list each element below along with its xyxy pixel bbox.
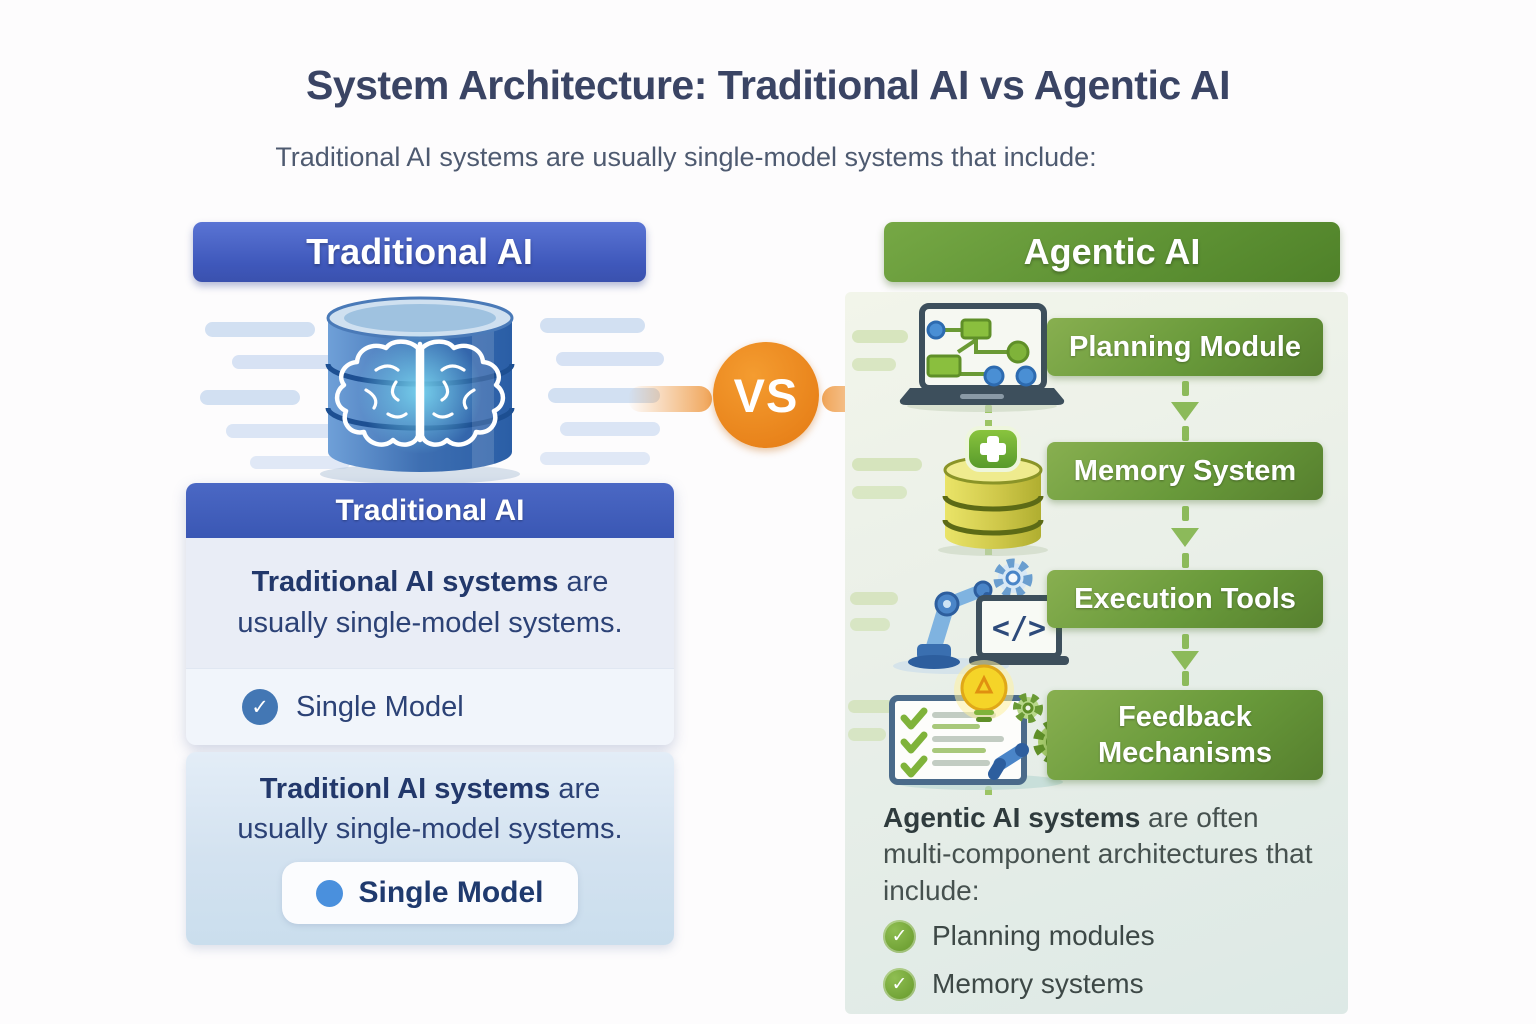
traditional-ai-card-header: Traditional AI <box>186 483 674 538</box>
list-item: ✓ Planning modules <box>883 916 1325 956</box>
svg-text:</>: </> <box>992 611 1046 646</box>
check-circle-icon: ✓ <box>883 967 916 1001</box>
decorative-bar <box>560 422 660 436</box>
page-subtitle: Traditional AI systems are usually singl… <box>275 142 1097 172</box>
page-title: System Architecture: Traditional AI vs A… <box>305 62 1231 108</box>
summary-text: are often multi-component architectures … <box>883 802 1313 906</box>
decorative-bar <box>852 486 907 499</box>
check-circle-icon: ✓ <box>242 689 278 725</box>
dashed-connector <box>985 786 992 802</box>
card2-body-text: are usually single-model systems. <box>237 773 623 846</box>
agentic-ai-banner: Agentic AI <box>884 222 1340 282</box>
flow-arrow-icon <box>1171 634 1199 686</box>
decorative-bar <box>852 330 908 343</box>
decorative-bar <box>250 456 350 469</box>
decorative-bar <box>200 390 300 405</box>
decorative-bar <box>205 322 315 337</box>
decorative-bar <box>556 352 664 366</box>
single-model-label: Single Model <box>296 690 464 723</box>
module-bar-execution: Execution Tools <box>1047 570 1323 628</box>
card2-body: Traditionl AI systems are usually single… <box>186 769 674 849</box>
check-circle-icon: ✓ <box>883 919 916 953</box>
dashed-connector <box>985 404 992 438</box>
decorative-bar <box>850 618 890 631</box>
decorative-bar <box>540 452 650 465</box>
vs-badge: VS <box>713 342 819 448</box>
traditional-ai-card-2: Traditionl AI systems are usually single… <box>186 752 674 945</box>
decorative-bar <box>850 592 898 605</box>
robot-arm-code-icon: </> <box>893 558 1069 674</box>
traditional-ai-banner: Traditional AI <box>193 222 646 282</box>
laptop-flowchart-icon <box>899 303 1065 412</box>
list-item-label: Memory systems <box>932 968 1144 999</box>
flow-arrow-icon <box>1171 381 1199 441</box>
decorative-bar <box>852 358 896 371</box>
decorative-bar <box>226 424 344 438</box>
single-model-label: Single Model <box>358 876 544 910</box>
decorative-bar <box>848 700 894 713</box>
traditional-ai-card: Traditional AI Traditional AI systems ar… <box>186 483 674 745</box>
database-plus-icon <box>938 426 1048 556</box>
traditional-ai-card-body: Traditional AI systems are usually singl… <box>186 538 674 668</box>
list-item: ✓ Memory systems <box>883 964 1325 1004</box>
decorative-bar <box>540 318 645 333</box>
database-brain-icon <box>320 296 520 484</box>
decorative-bar <box>628 386 712 412</box>
decorative-bar <box>848 728 886 741</box>
module-bar-memory: Memory System <box>1047 442 1323 500</box>
decorative-bar <box>852 458 922 471</box>
decorative-bar <box>232 355 352 369</box>
list-item-label: Planning modules <box>932 920 1155 951</box>
summary-bold-text: Agentic AI systems <box>883 802 1141 833</box>
bullet-dot-icon <box>316 879 344 907</box>
module-bar-feedback: Feedback Mechanisms <box>1047 690 1323 780</box>
flow-arrow-icon <box>1171 506 1199 568</box>
card-body-text: are usually single-model systems. <box>237 566 623 640</box>
agentic-feature-list: ✓ Planning modules ✓ Memory systems <box>883 916 1325 1012</box>
module-bar-planning: Planning Module <box>1047 318 1323 376</box>
card-body-bold-text: Traditional AI systems <box>251 566 559 598</box>
agentic-summary: Agentic AI systems are often multi-compo… <box>883 800 1325 909</box>
single-model-pill: Single Model <box>282 862 578 925</box>
card2-body-bold-text: Traditionl AI systems <box>259 773 551 805</box>
single-model-row: ✓ Single Model <box>186 668 674 745</box>
